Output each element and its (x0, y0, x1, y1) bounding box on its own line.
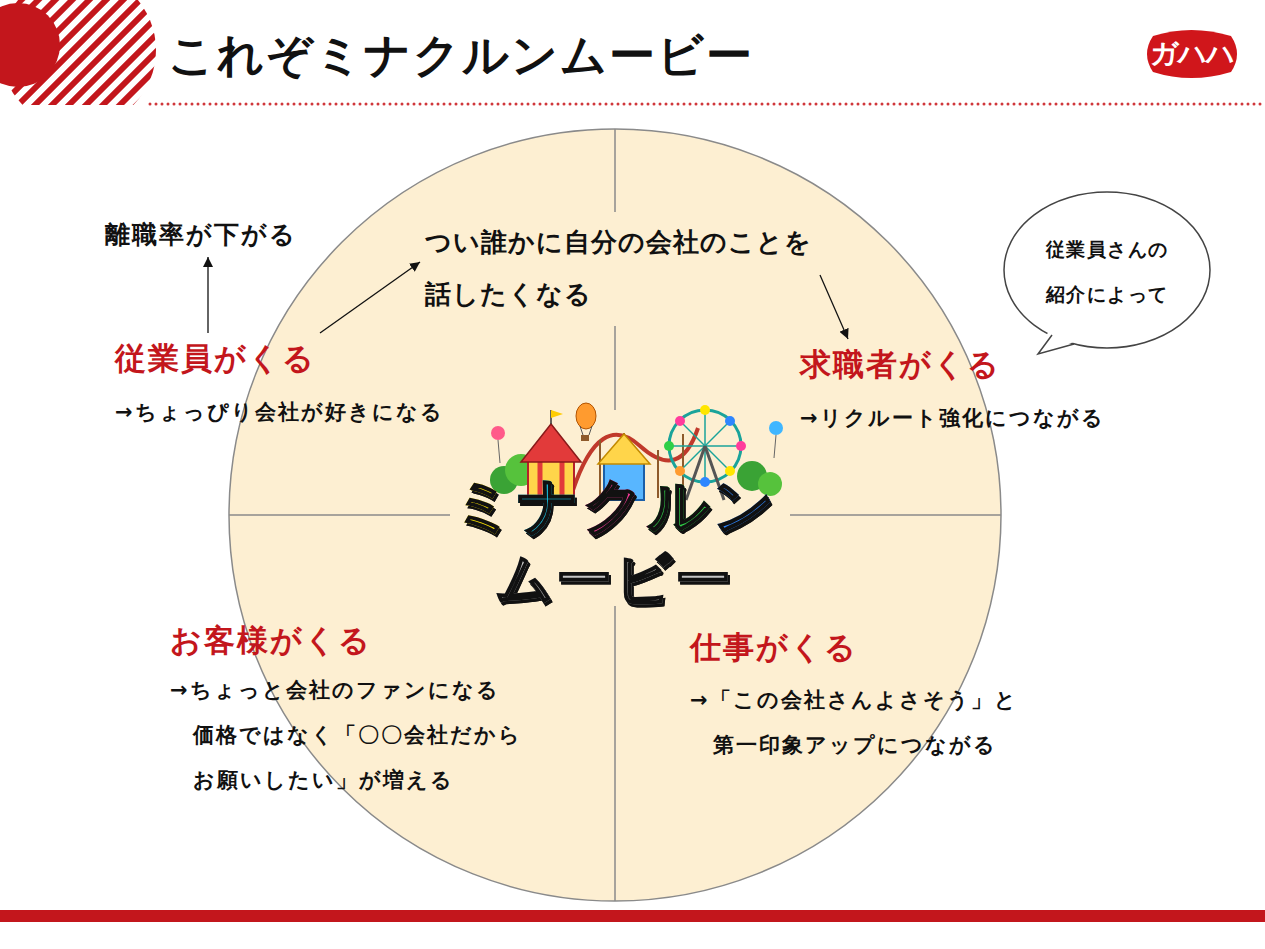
logo-line: ミナクルン (228, 470, 1002, 540)
text-block: つい誰かに自分の会社のことを 話したくなる (425, 216, 815, 320)
quadrant-block: 仕事がくる →「この会社さんよさそう」と 第一印象アップにつながる (690, 627, 1093, 768)
red-circle (0, 3, 60, 87)
quadrant-heading: 求職者がくる (800, 344, 1105, 384)
quadrant-heading: 仕事がくる (690, 627, 1093, 667)
quadrant-block: お客様がくる →ちょっと会社のファンになる 価格ではなく「〇〇会社だから お願いし… (170, 620, 573, 803)
quadrant-body: →「この会社さんよさそう」と 第一印象アップにつながる (690, 678, 1093, 768)
quadrant-heading: お客様がくる (170, 620, 573, 660)
logo-title: ミナクルン (453, 470, 778, 540)
quadrant-body: →ちょっと会社のファンになる 価格ではなく「〇〇会社だから お願いしたい」が増え… (170, 668, 573, 803)
quadrant-body: →リクルート強化につながる (800, 401, 1105, 435)
logo-subtitle: ムービー (496, 546, 734, 612)
bottom-bar (0, 910, 1265, 922)
speech-bubble-node: 従業員さんの 紹介によって (1002, 188, 1212, 356)
logo-line: ムービー (228, 546, 1002, 612)
logo-badge: ガハハ (1143, 28, 1240, 80)
quadrant-block: 従業員がくる →ちょっぴり会社が好きになる (115, 338, 444, 429)
page-title: これぞミナクルンムービー (168, 27, 754, 83)
logo-text: ガハハ (1150, 28, 1234, 80)
arrow-connector (320, 262, 420, 333)
dotted-rule (150, 103, 1262, 106)
arrow-connector (820, 275, 848, 339)
quadrant-heading: 従業員がくる (115, 338, 444, 378)
arrow-connector (207, 257, 208, 333)
effect-note: つい誰かに自分の会社のことを 話したくなる (425, 216, 815, 320)
quadrant-block: 求職者がくる →リクルート強化につながる (800, 344, 1105, 435)
speech-bubble (1002, 188, 1212, 358)
text-block: 離職率が下がる (105, 218, 297, 252)
quadrant-body: →ちょっぴり会社が好きになる (115, 395, 444, 429)
bubble-text: 従業員さんの 紹介によって (1032, 227, 1182, 317)
effect-note: 離職率が下がる (105, 218, 297, 252)
